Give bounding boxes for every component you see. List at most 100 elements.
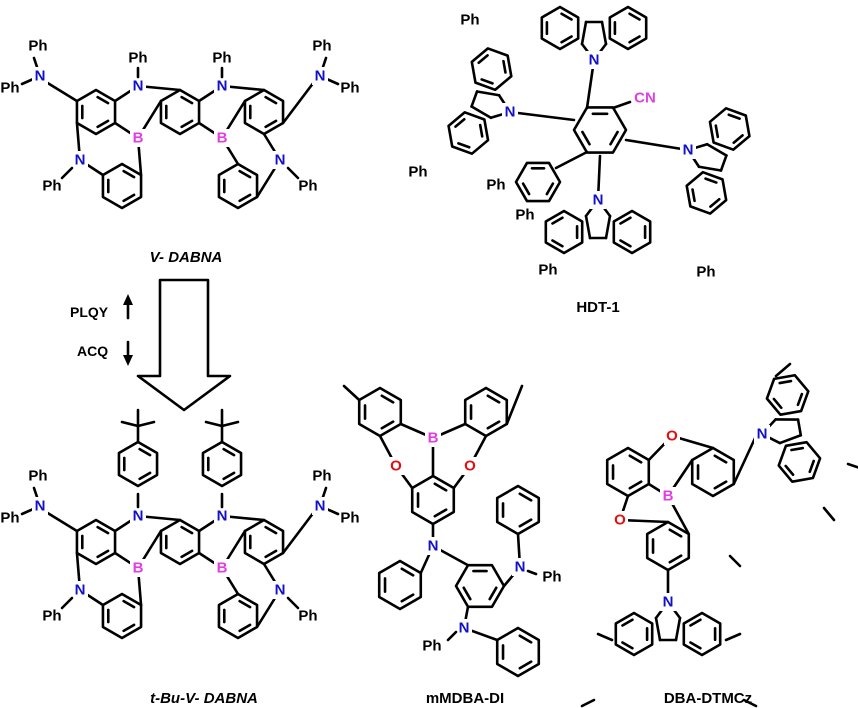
double-bond <box>180 119 194 129</box>
mmdba-oxygen: O <box>464 458 476 475</box>
bottom-right-ring <box>217 162 259 210</box>
double-bond <box>518 634 533 644</box>
bridge-nitrogen-bg <box>214 77 230 95</box>
down-arrow-head <box>123 355 133 366</box>
hdt1-top-carbazole-right-ring <box>608 5 648 51</box>
hdt1-right-carbazole-nitrogen: N <box>683 142 694 159</box>
double-bond <box>462 586 472 601</box>
bridge-nitrogen-bg <box>214 507 230 525</box>
bond <box>584 214 592 240</box>
caption-v-dabna: V- DABNA <box>150 249 223 266</box>
double-bond <box>96 119 110 129</box>
plqy-label: PLQY <box>70 304 109 320</box>
double-bond <box>180 95 194 105</box>
dba-upper-carbazole-right-ring <box>777 440 822 483</box>
double-bond <box>518 660 533 670</box>
double-bond <box>400 593 415 603</box>
bond <box>60 166 74 180</box>
double-bond <box>713 480 728 490</box>
double-bond <box>545 182 555 196</box>
hdt1-right-carbazole-nitrogen-bg <box>680 141 696 159</box>
double-bond <box>784 464 795 477</box>
boron-atom: B <box>133 560 144 577</box>
double-bond <box>96 525 110 535</box>
phenyl-label: Ph <box>312 38 331 55</box>
boron-atom: B <box>217 130 228 147</box>
amine-nitrogen-bg <box>312 67 328 85</box>
tert-butyl-bond <box>136 420 156 428</box>
methyl-bond <box>846 462 858 469</box>
double-bond <box>560 12 573 21</box>
double-bond <box>457 142 471 149</box>
double-bond <box>380 394 395 404</box>
double-bond <box>122 193 136 203</box>
double-bond <box>264 95 278 105</box>
amine-nitrogen: N <box>35 68 46 85</box>
acq-label: ACQ <box>77 343 108 359</box>
double-bond <box>668 554 683 564</box>
bond <box>554 150 589 170</box>
bond <box>697 165 723 172</box>
hdt1-bottom-carbazole-nitrogen-bg <box>590 191 606 209</box>
bridge-nitrogen: N <box>133 78 144 95</box>
caption-dba-dtmcz: DBA-DTMCz <box>664 690 752 707</box>
dba-boron-bg <box>660 487 676 505</box>
double-bond <box>628 454 643 464</box>
bond <box>526 569 538 576</box>
mmdba-oxygen-bg <box>462 457 478 475</box>
bond <box>796 418 803 437</box>
bond <box>624 138 690 152</box>
hdt1-bottom-carbazole-right-ring <box>544 209 584 255</box>
bottom-nitrogen-bg <box>72 151 88 169</box>
dba-lower-carbazole-nitrogen-bg <box>660 593 676 611</box>
bond <box>705 142 728 157</box>
double-bond <box>691 188 696 203</box>
tert-butylphenyl-ring <box>201 440 243 488</box>
methyl-bond <box>822 506 836 522</box>
bond <box>674 616 682 642</box>
double-bond <box>180 549 194 559</box>
double-bond <box>122 599 136 609</box>
double-bond <box>709 197 721 208</box>
tert-butyl-bond <box>120 420 140 428</box>
phenyl-label: Ph <box>298 178 317 195</box>
bond <box>44 80 79 103</box>
double-bond <box>238 193 252 203</box>
double-bond <box>238 623 252 633</box>
dba-oxygen: O <box>666 428 678 445</box>
bond <box>281 510 316 555</box>
bond <box>475 90 501 97</box>
double-bond <box>628 12 641 21</box>
bond <box>611 100 632 110</box>
double-bond <box>454 117 466 128</box>
mmdba-nitrogen-bg <box>425 537 441 555</box>
cyano-label: CN <box>634 90 656 107</box>
double-bond <box>628 35 641 44</box>
phenyl-label: Ph <box>42 178 61 195</box>
boron-atom-bg <box>130 559 146 577</box>
bridge-nitrogen: N <box>217 508 228 525</box>
bond <box>286 166 300 180</box>
phenyl-label: Ph <box>422 638 441 655</box>
mmdba-nitrogen: N <box>428 538 439 555</box>
hdt1-left-carbazole-left-ring <box>447 111 490 155</box>
phenyl-label: Ph <box>486 177 505 194</box>
amine-nitrogen-bg <box>32 67 48 85</box>
double-bond <box>138 471 152 481</box>
hdt1-right-carbazole-right-ring <box>685 170 728 215</box>
phenyl-label: Ph <box>28 38 47 55</box>
double-bond <box>713 454 728 464</box>
double-bond <box>619 216 632 225</box>
dba-boron: B <box>663 488 674 505</box>
double-bond <box>668 528 683 538</box>
phenyl-label: Ph <box>128 50 147 67</box>
phenyl-label: Ph <box>0 80 19 97</box>
bottom-nitrogen-bg <box>272 581 288 599</box>
double-bond <box>621 641 634 650</box>
mmdba-nitrogen-bg <box>512 558 528 576</box>
methyl-bond <box>774 362 792 378</box>
methyl-bond <box>505 384 524 426</box>
caption-t-bu-v-dabna: t-Bu-V- DABNA <box>150 690 258 707</box>
double-bond <box>486 394 501 404</box>
